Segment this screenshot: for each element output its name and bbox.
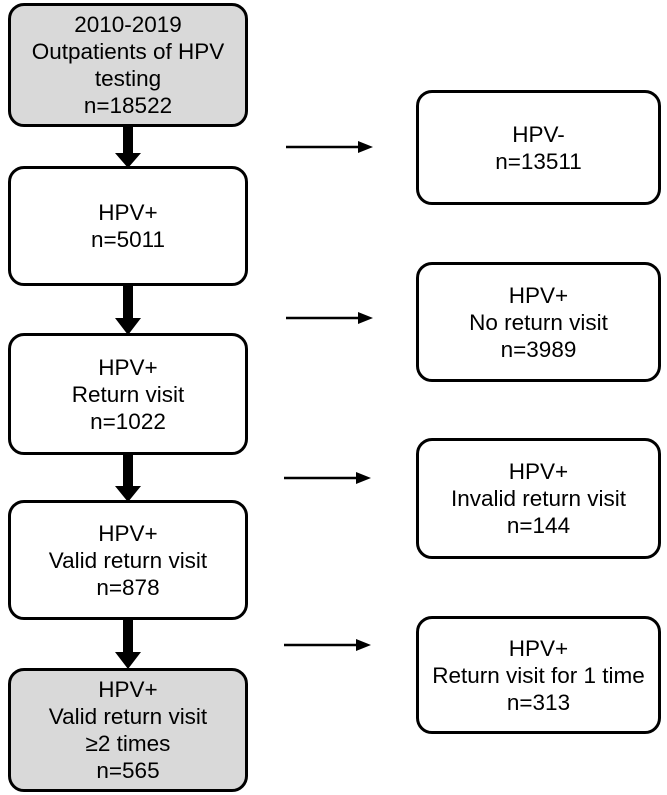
box-text-line: ≥2 times [85, 731, 171, 756]
box-text-line: Valid return visit [48, 547, 208, 573]
box-outpatients-tested: 2010-2019 Outpatients of HPV testing n=1… [8, 3, 248, 127]
box-text-line: testing [94, 66, 162, 91]
right-arrow [286, 312, 373, 324]
box-text-line: n=3989 [500, 336, 577, 362]
box-text-line: n=313 [506, 689, 571, 715]
right-arrow [284, 639, 371, 651]
box-text-line: HPV+ [98, 520, 158, 546]
box-text-line: n=5011 [90, 227, 166, 252]
box-text-line: Return visit [71, 381, 185, 407]
right-arrow [286, 141, 373, 153]
box-invalid-return-visit: HPV+ Invalid return visit n=144 [416, 438, 661, 559]
box-text-line: n=878 [96, 574, 160, 600]
box-text-line: HPV+ [508, 282, 569, 308]
box-text-line: No return visit [469, 309, 608, 335]
box-text-line: Valid return visit [48, 704, 208, 729]
box-text-line: Outpatients of HPV [31, 39, 225, 64]
box-text-line: 2010-2019 [74, 12, 182, 37]
box-text-line: n=13511 [495, 148, 582, 174]
box-text-line: n=144 [506, 513, 571, 538]
box-valid-return-visit-2plus: HPV+ Valid return visit ≥2 times n=565 [8, 668, 248, 792]
box-text-line: Invalid return visit [450, 486, 627, 511]
box-return-visit-once: HPV+ Return visit for 1 time n=313 [416, 616, 661, 734]
box-return-visit: HPV+ Return visit n=1022 [8, 333, 248, 455]
box-no-return-visit: HPV+ No return visit n=3989 [416, 262, 661, 382]
box-text-line: n=565 [96, 758, 160, 783]
down-arrow [115, 455, 141, 502]
down-arrow [115, 127, 141, 168]
box-text-line: HPV+ [508, 459, 569, 484]
box-text-line: HPV+ [98, 354, 158, 380]
right-arrow [284, 472, 371, 484]
box-text-line: n=18522 [83, 93, 173, 118]
box-text-line: HPV- [512, 121, 565, 147]
box-text-line: HPV+ [98, 677, 158, 702]
box-text-line: HPV+ [508, 635, 569, 661]
box-text-line: n=1022 [90, 408, 166, 434]
box-hpv-positive: HPV+ n=5011 [8, 166, 248, 286]
box-valid-return-visit: HPV+ Valid return visit n=878 [8, 500, 248, 620]
box-text-line: Return visit for 1 time [432, 662, 645, 688]
down-arrow [115, 286, 141, 335]
box-text-line: HPV+ [98, 200, 158, 225]
box-hpv-negative: HPV- n=13511 [416, 90, 661, 205]
down-arrow [115, 620, 141, 669]
